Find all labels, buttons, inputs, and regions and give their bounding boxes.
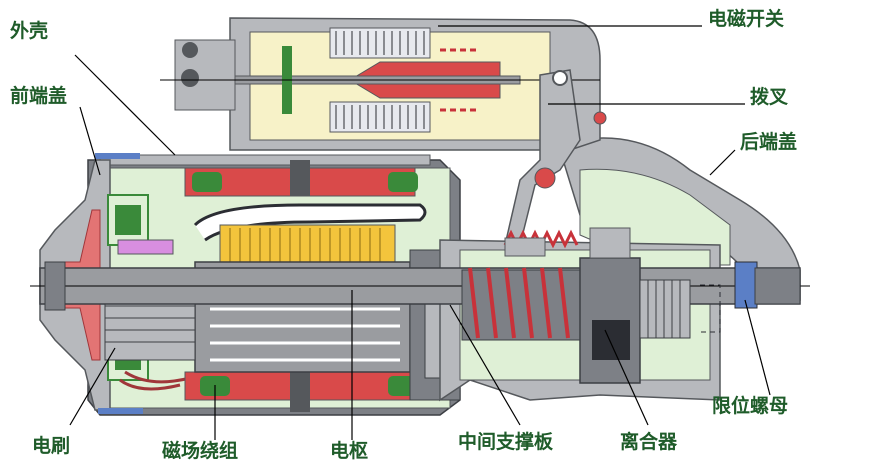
leader-clutch xyxy=(604,329,649,426)
fork-collar xyxy=(504,237,546,257)
fork-pivot xyxy=(534,167,556,189)
front-cover-blue-strip-bottom xyxy=(98,408,143,414)
label-front-end-cover: 前端盖 xyxy=(10,85,68,107)
return-spring xyxy=(440,48,476,112)
clutch-roller xyxy=(592,320,630,360)
rear-bush xyxy=(754,267,801,305)
fork-top-pin xyxy=(552,70,568,86)
label-middle-bearing-plate: 中间支撑板 xyxy=(458,431,554,453)
brush-top xyxy=(115,205,141,235)
armature-winding-hatch xyxy=(229,228,381,262)
label-armature: 电枢 xyxy=(330,440,369,462)
pinion-teeth xyxy=(647,280,681,338)
brush-spring-plate xyxy=(117,239,174,255)
front-cover-blue-strip-top xyxy=(95,153,140,159)
armature-winding xyxy=(219,224,396,266)
leader-shell xyxy=(74,54,176,156)
fork-spring-bolt xyxy=(593,111,607,125)
label-shell: 外壳 xyxy=(10,20,49,42)
ring-gear-outline xyxy=(700,284,721,333)
leader-limit-nut xyxy=(744,299,771,396)
brush-wire xyxy=(119,370,191,391)
terminal-bolt-bottom xyxy=(181,69,199,87)
solenoid-coil-hatch xyxy=(335,31,425,129)
field-pole-core-bottom xyxy=(290,372,310,412)
leader-rear-cover xyxy=(709,149,736,176)
shift-fork xyxy=(504,69,581,246)
leader-bearing xyxy=(449,304,521,426)
label-field-winding: 磁场绕组 xyxy=(162,440,239,462)
field-coil-end-tr xyxy=(388,172,418,192)
limit-nut xyxy=(734,261,758,309)
field-coil-end-tl xyxy=(192,172,222,192)
label-rear-end-cover: 后端盖 xyxy=(740,131,798,153)
terminal-bolt-top xyxy=(182,42,198,58)
solenoid-coil-top xyxy=(329,27,431,59)
label-brush: 电刷 xyxy=(32,435,71,457)
drive-spring xyxy=(468,267,570,339)
leader-lines xyxy=(69,25,771,440)
label-clutch: 离合器 xyxy=(620,431,678,453)
label-solenoid-switch: 电磁开关 xyxy=(708,8,785,30)
label-shift-fork: 拨叉 xyxy=(750,86,789,108)
shell-top-bar xyxy=(99,154,431,166)
leader-brush xyxy=(69,347,116,426)
field-pole-core-top xyxy=(290,160,310,196)
clutch-top-block xyxy=(589,227,631,259)
solenoid-coil-bottom xyxy=(329,101,431,133)
leader-front-cover xyxy=(79,106,101,176)
label-limit-nut: 限位螺母 xyxy=(712,395,789,417)
shaft-front-bush xyxy=(44,261,66,311)
